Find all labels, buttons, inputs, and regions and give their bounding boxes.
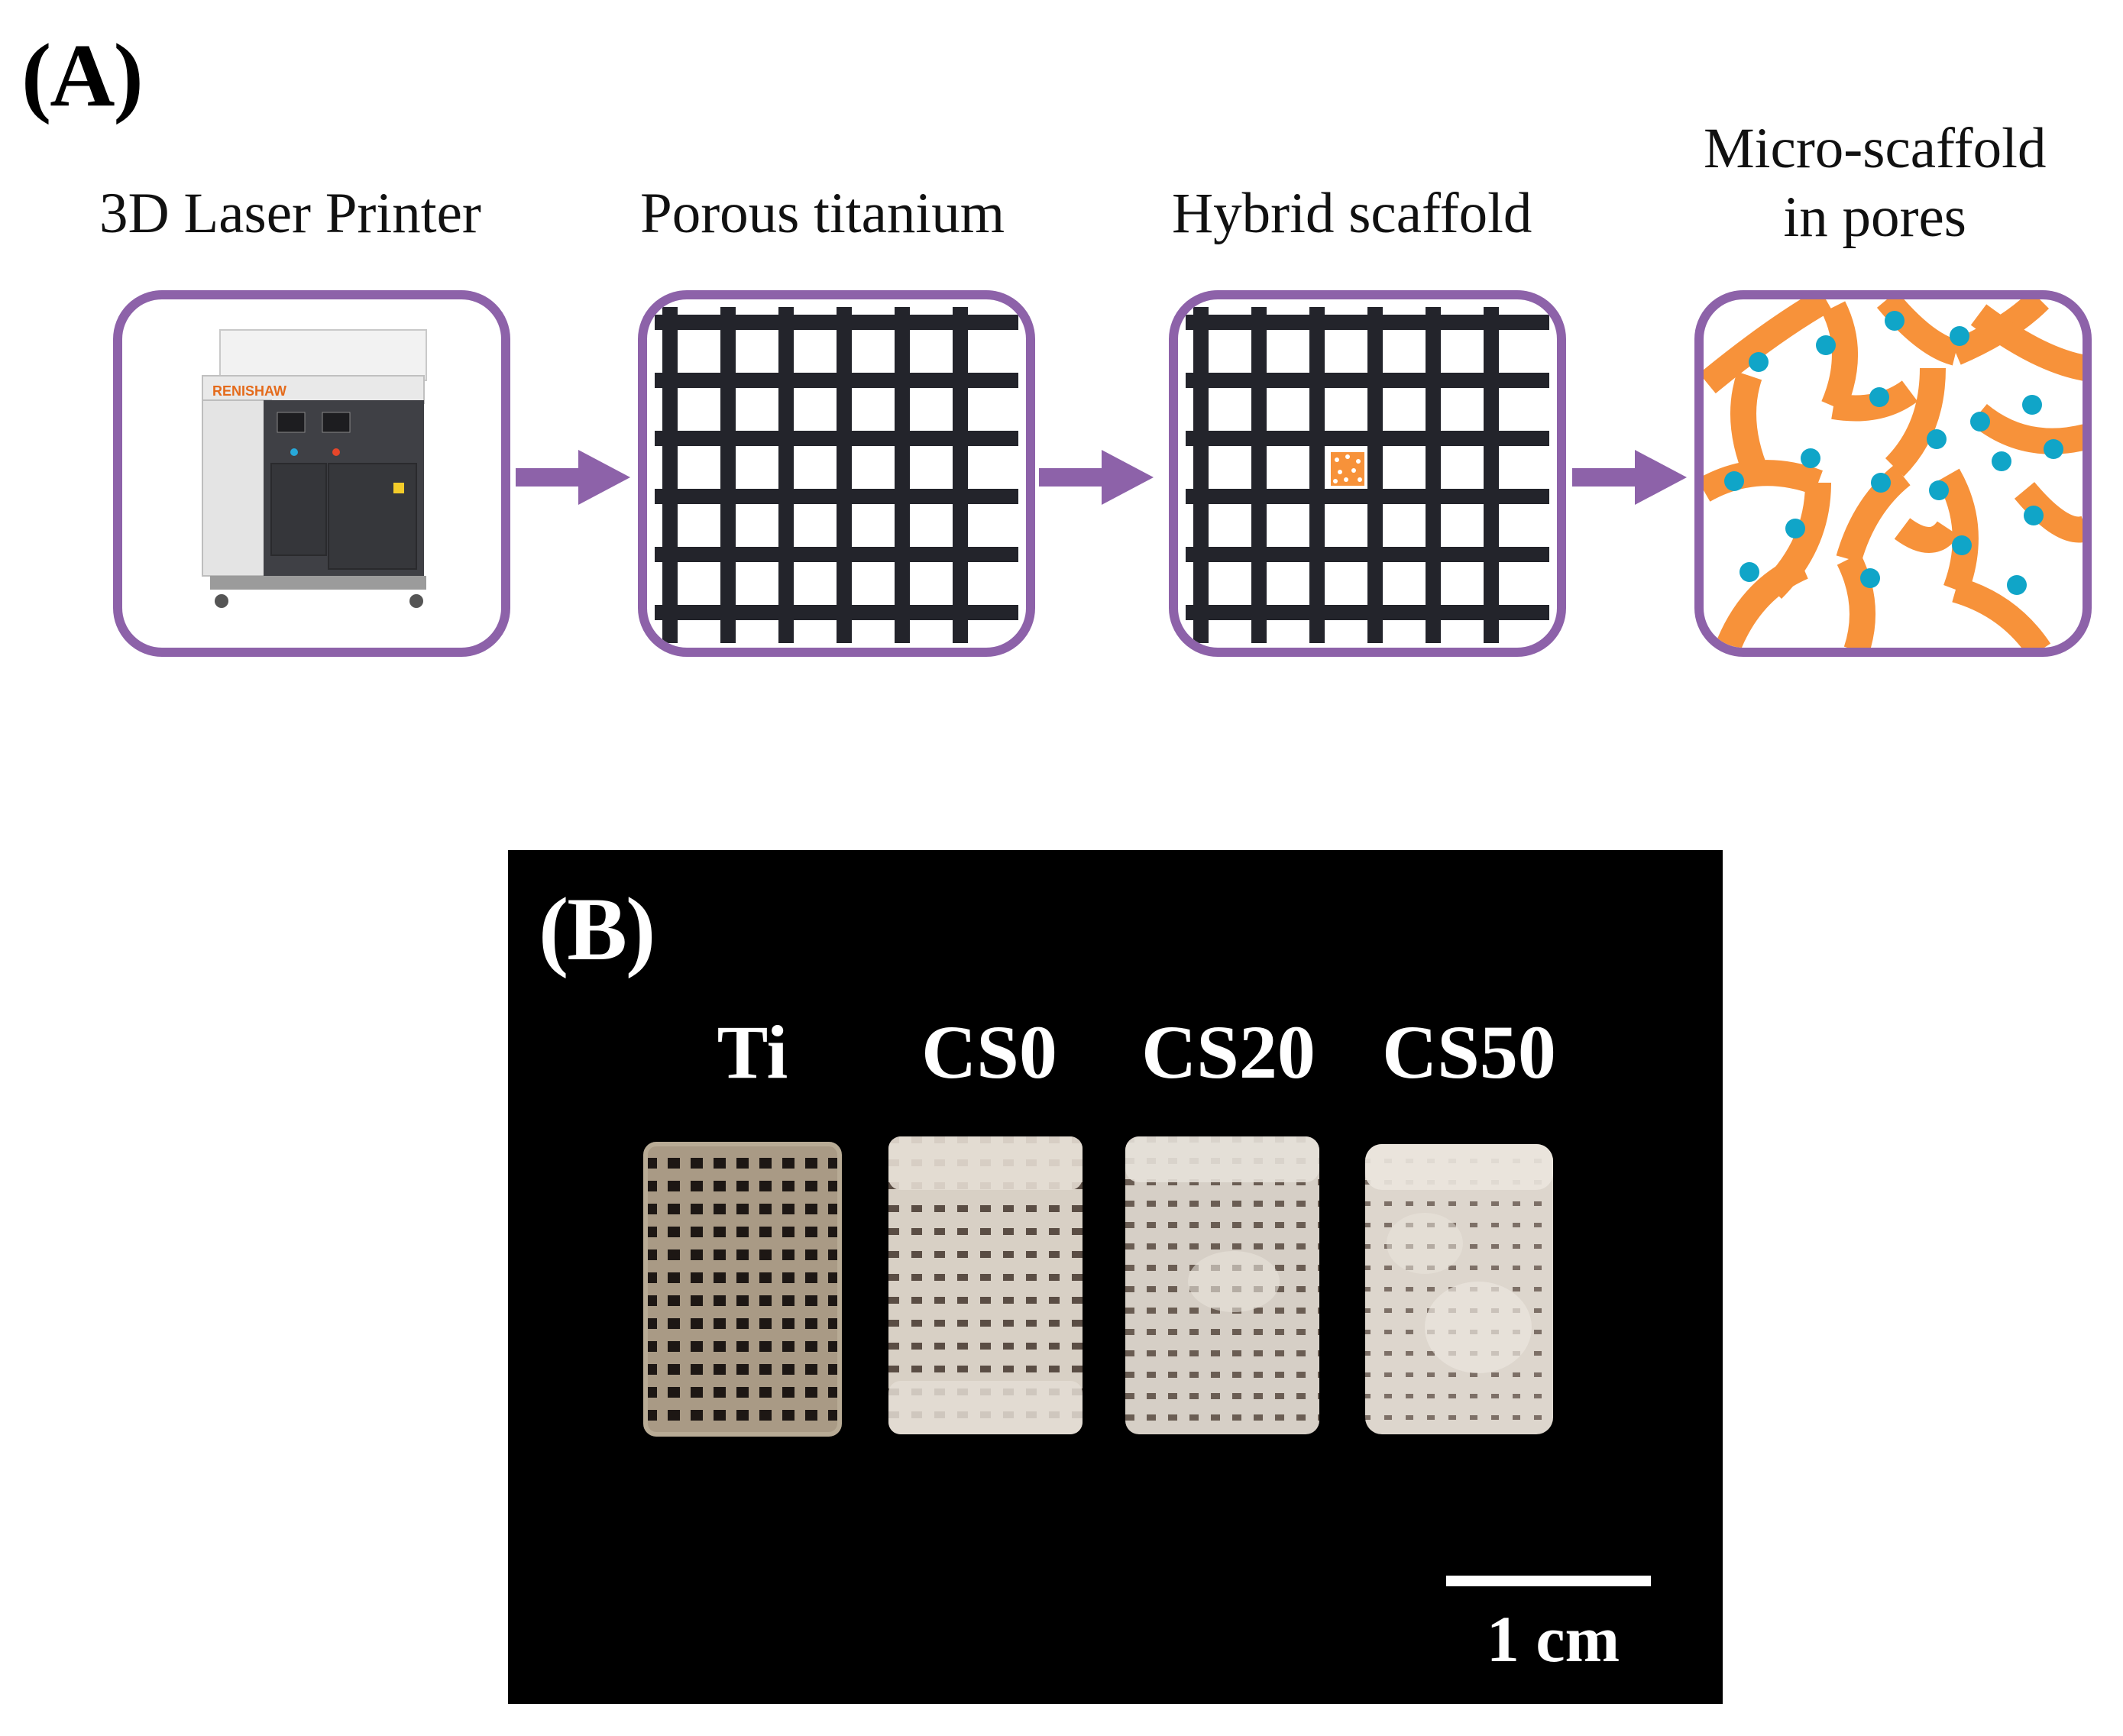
sample-cs20-image (1125, 1136, 1319, 1434)
printer-brand-badge: RENISHAW (212, 383, 286, 399)
panel-a-label: (A) (21, 25, 144, 125)
micro-scaffold-caption-line1: Micro-scaffold (1704, 117, 2047, 180)
sample-label-cs0: CS0 (921, 1010, 1057, 1094)
step-caption-micro-scaffold: Micro-scaffold in pores (1704, 115, 2046, 252)
printer-icon: RENISHAW (202, 329, 427, 608)
micro-scaffold-icon (1704, 299, 2083, 648)
sample-photo-panel: (B) Ti CS0 CS20 CS50 (508, 850, 1723, 1704)
printer-box: RENISHAW (113, 290, 510, 657)
sample-ti-image (643, 1142, 842, 1437)
micro-scaffold-caption-line2: in pores (1783, 186, 1966, 249)
flow-arrow-3 (1572, 450, 1687, 505)
flow-arrow-2 (1039, 450, 1154, 505)
micro-scaffold-box (1694, 290, 2092, 657)
lattice-icon (655, 307, 1018, 643)
sample-cs50-image (1365, 1144, 1553, 1434)
hybrid-lattice-icon (1186, 307, 1549, 643)
panel-b-label: (B) (539, 879, 655, 979)
sample-label-ti: Ti (717, 1010, 788, 1094)
scale-bar (1446, 1576, 1651, 1586)
hybrid-scaffold-box (1169, 290, 1566, 657)
scale-bar-label: 1 cm (1486, 1602, 1620, 1676)
step-caption-printer: 3D Laser Printer (99, 182, 481, 245)
sample-label-cs50: CS50 (1382, 1010, 1556, 1094)
sample-cs0-image (888, 1136, 1083, 1434)
step-caption-porous-titanium: Porous titanium (640, 182, 1005, 245)
flow-arrow-1 (516, 450, 630, 505)
sample-label-cs20: CS20 (1141, 1010, 1316, 1094)
step-caption-hybrid-scaffold: Hybrid scaffold (1172, 182, 1532, 245)
porous-titanium-box (638, 290, 1035, 657)
pore-scaffold-icon (1331, 452, 1364, 486)
